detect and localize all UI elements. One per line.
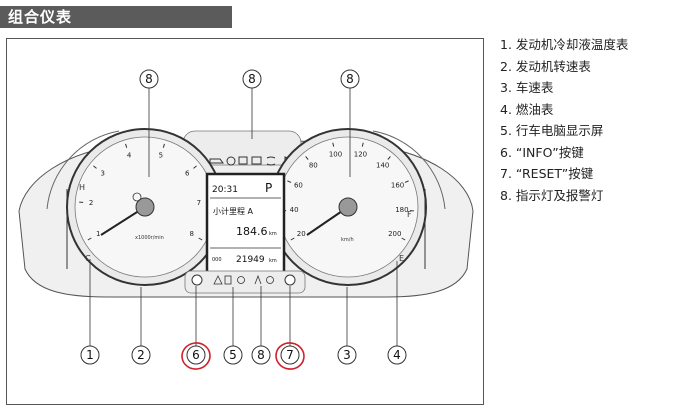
gear-indicator: P (265, 181, 272, 195)
temp-low-label: C (85, 254, 91, 263)
speedometer-tick-mark (305, 156, 309, 160)
tachometer-tick-mark (93, 165, 97, 169)
legend-item-tachometer: 2. 发动机转速表 (500, 58, 591, 74)
callout-top-left: 8 (139, 69, 159, 89)
speedometer-unit: km/h (341, 237, 354, 243)
handwritten-circle-6 (181, 342, 211, 370)
speedometer-tick-label: 120 (354, 150, 367, 158)
svg-text:2: 2 (137, 348, 145, 362)
tachometer-tick-label: 8 (190, 230, 194, 238)
callout-bottom-4: 4 (387, 345, 407, 365)
legend-list: 1. 发动机冷却液温度表 2. 发动机转速表 3. 车速表 4. 燃油表 5. … (500, 34, 695, 206)
callout-bottom-6: 6 (181, 342, 211, 370)
legend-item-coolant-temp: 1. 发动机冷却液温度表 (500, 37, 629, 52)
fuel-full-label: F (407, 210, 412, 219)
tachometer-tick-label: 5 (159, 151, 163, 159)
speedometer-tick-label: 140 (376, 162, 389, 170)
legend-item-info-button: 6. “INFO”按键 (500, 144, 584, 160)
callout-bottom-2: 2 (131, 345, 151, 365)
odometer-prefix: 000 (212, 257, 222, 263)
callout-bottom-8: 8 (251, 345, 271, 365)
seatbelt-icon (224, 275, 232, 285)
bottom-warning-icons (213, 274, 274, 285)
speedometer-tick-label: 40 (290, 206, 299, 214)
svg-text:8: 8 (248, 72, 256, 86)
fuel-empty-label: E (399, 254, 404, 263)
legend-item-trip-computer: 5. 行车电脑显示屏 (500, 123, 604, 138)
tachometer-tick-mark (193, 165, 197, 169)
svg-text:8: 8 (346, 72, 354, 86)
handwritten-circle-7 (275, 342, 305, 370)
svg-text:3: 3 (343, 348, 351, 362)
oil-pressure-icon (209, 158, 224, 164)
odometer-unit: km (269, 258, 277, 264)
speedometer-tick-mark (361, 142, 364, 147)
callout-bottom-5: 5 (223, 345, 243, 365)
fog-light-icon (266, 156, 276, 166)
airbag-icon (254, 274, 262, 285)
speedometer-tick-label: 100 (329, 150, 342, 158)
trip-unit: km (269, 231, 277, 237)
reset-button[interactable] (284, 274, 296, 286)
svg-text:5: 5 (229, 348, 237, 362)
speedometer-tick-mark (332, 142, 335, 147)
brake-warning-icon (226, 156, 236, 166)
speedometer-tick-mark (404, 180, 409, 183)
svg-text:7: 7 (286, 348, 294, 362)
trip-computer-display: 20:31 P 小计里程 A 184.6 km 000 21949 km (205, 172, 286, 289)
tachometer-tick-label: 6 (185, 169, 190, 177)
tachometer-tick-label: 7 (197, 199, 201, 207)
speedometer-tick-mark (290, 237, 295, 241)
tachometer-tick-mark (87, 237, 92, 241)
info-button[interactable] (191, 274, 203, 286)
tachometer-tick-label: 4 (127, 151, 132, 159)
svg-text:8: 8 (257, 348, 265, 362)
legend-item-warning-lights: 8. 指示灯及报警灯 (500, 187, 604, 203)
legend-item-fuel-gauge: 4. 燃油表 (500, 101, 554, 117)
tachometer: 1 2 3 4 5 6 7 8 x1000r/min H C (46, 128, 224, 286)
temp-high-label: H (79, 183, 85, 192)
speedometer-tick-label: 20 (297, 230, 306, 238)
speedometer: 20 40 60 80 100 120 140 160 180 200 km/h F E (269, 128, 446, 286)
callout-bottom-7: 7 (275, 342, 305, 370)
legend-item-speedometer: 3. 车速表 (500, 80, 554, 95)
speedometer-tick-mark (401, 237, 406, 241)
svg-text:1: 1 (86, 348, 94, 362)
speedometer-tick-mark (287, 180, 292, 183)
callout-top-center: 8 (242, 69, 262, 89)
brake-icon (132, 192, 142, 202)
tpms-icon (237, 276, 245, 284)
callout-top-right: 8 (340, 69, 360, 89)
tachometer-tick-mark (198, 237, 203, 241)
svg-text:4: 4 (393, 348, 401, 362)
svg-text:6: 6 (192, 348, 200, 362)
section-title: 组合仪表 (0, 6, 232, 28)
speedometer-tick-label: 180 (395, 206, 408, 214)
trip-label: 小计里程 A (213, 206, 254, 216)
clock-time: 20:31 (212, 185, 238, 195)
speedometer-tick-label: 80 (309, 162, 318, 170)
tachometer-tick-mark (162, 143, 165, 148)
esp-icon (213, 275, 223, 285)
trip-value: 184.6 (236, 225, 268, 238)
callout-bottom-3: 3 (337, 345, 357, 365)
battery-icon (251, 156, 262, 165)
speedometer-tick-label: 200 (388, 230, 401, 238)
abs-icon (266, 276, 274, 284)
tachometer-tick-label: 2 (89, 199, 93, 207)
engine-check-icon (238, 156, 248, 165)
odometer-value: 21949 (236, 255, 265, 265)
legend-item-reset-button: 7. “RESET”按键 (500, 166, 594, 181)
speedometer-tick-mark (387, 156, 391, 160)
tachometer-unit: x1000r/min (135, 235, 164, 241)
tachometer-tick-label: 3 (101, 169, 105, 177)
callout-bottom-1: 1 (80, 345, 100, 365)
speedometer-tick-label: 60 (294, 182, 303, 190)
speedometer-tick-label: 160 (391, 182, 404, 190)
tachometer-tick-label: 1 (96, 230, 100, 238)
svg-text:8: 8 (145, 72, 153, 86)
tachometer-tick-mark (125, 143, 128, 148)
